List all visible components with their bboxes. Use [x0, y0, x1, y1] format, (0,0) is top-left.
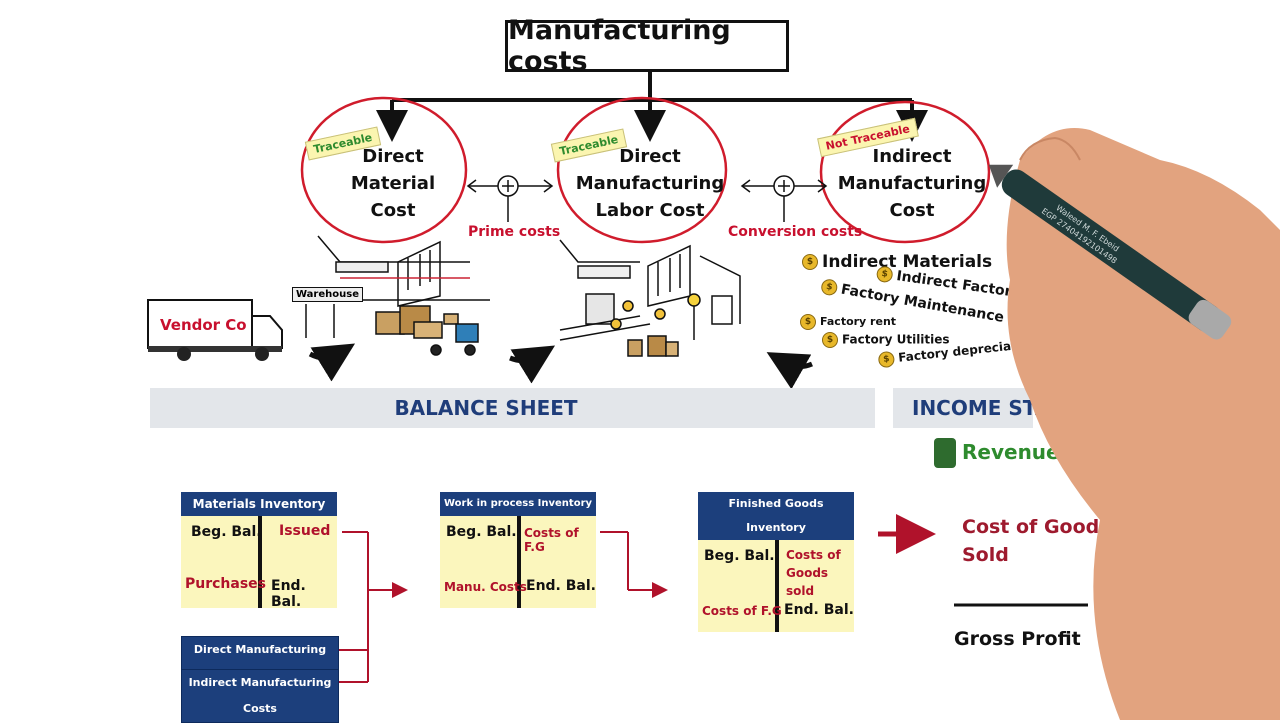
circle-indirect: [819, 100, 991, 244]
gross-profit-label: Gross Profit: [954, 628, 1081, 650]
fg-costs-fg: Costs of F.G: [702, 604, 782, 618]
materials-issued: Issued: [279, 523, 331, 539]
warehouse-illustration: [305, 235, 490, 356]
materials-inventory-header: Materials Inventory: [181, 492, 337, 516]
circle-direct-labor: [556, 96, 728, 244]
prime-costs-label: Prime costs: [468, 224, 561, 240]
curved-arrow-2: [509, 345, 556, 384]
money-bag-icon: [934, 438, 956, 468]
factory-illustration: [559, 239, 741, 357]
indirect-costs-box: Indirect Manufacturing Costs: [181, 669, 339, 723]
materials-beg-bal: Beg. Bal.: [191, 524, 262, 540]
direct-labor-cost-label: Direct Manufacturing Labor Cost: [575, 146, 725, 221]
coin-icon: $: [877, 350, 896, 369]
circle-direct-material: [300, 96, 468, 244]
balance-flow-lines: [338, 514, 936, 683]
t-divider: [517, 516, 521, 608]
coin-icon: $: [822, 332, 838, 348]
fg-cogs: Costs of Goods sold: [786, 548, 841, 598]
coin-icon: $: [820, 278, 839, 297]
wip-costs-fg: Costs of F.G: [524, 526, 579, 554]
vendor-co-label: Vendor Co: [160, 316, 247, 334]
hand-with-pen-illustration: Waleed M. F. Ebeid EGP 27404192101498: [988, 128, 1280, 720]
conversion-plus: [740, 175, 828, 222]
fg-beg-bal: Beg. Bal.: [704, 548, 775, 564]
vendor-truck-illustration: [147, 299, 283, 361]
wip-manu-costs: Manu. Costs: [444, 580, 527, 594]
finished-goods-account: Finished Goods Inventory Beg. Bal. Costs…: [698, 492, 854, 632]
prime-plus: [466, 175, 554, 222]
indirect-item-materials: $Indirect Materials: [802, 252, 992, 272]
coin-icon: $: [802, 254, 818, 270]
coin-icon: $: [800, 314, 816, 330]
materials-end-bal: End. Bal.: [271, 578, 306, 610]
warehouse-sign: Warehouse: [292, 287, 363, 302]
wip-end-bal: End. Bal.: [526, 578, 596, 594]
coin-icon: $: [875, 265, 894, 284]
direct-material-cost-label: Direct Material Cost: [350, 146, 436, 221]
manufacturing-costs-title: Manufacturing costs: [505, 15, 789, 77]
curved-arrow-3: [766, 352, 813, 390]
t-divider: [258, 516, 262, 608]
balance-sheet-bar: [150, 388, 875, 428]
indirect-item-rent: $Factory rent: [800, 314, 896, 330]
materials-inventory-account: Materials Inventory Beg. Bal. Issued Pur…: [181, 492, 337, 610]
curved-arrow-1: [308, 343, 356, 382]
wip-inventory-header: Work in process Inventory: [440, 492, 596, 516]
wip-inventory-account: Work in process Inventory Beg. Bal. Cost…: [440, 492, 596, 608]
income-statement-bar: [893, 388, 1033, 428]
fg-end-bal: End. Bal.: [784, 602, 854, 618]
conversion-costs-label: Conversion costs: [728, 224, 863, 240]
materials-purchases: Purchases: [185, 576, 267, 592]
tree-lines: [376, 72, 928, 142]
indirect-manufacturing-cost-label: Indirect Manufacturing Cost: [837, 146, 987, 221]
wip-beg-bal: Beg. Bal.: [446, 524, 517, 540]
balance-sheet-title: BALANCE SHEET: [394, 396, 578, 420]
indirect-item-utilities: $Factory Utilities: [822, 332, 950, 348]
finished-goods-header: Finished Goods Inventory: [698, 492, 854, 540]
t-divider: [775, 540, 779, 632]
cogs-label: Cost of Goods Sold: [962, 516, 1111, 566]
